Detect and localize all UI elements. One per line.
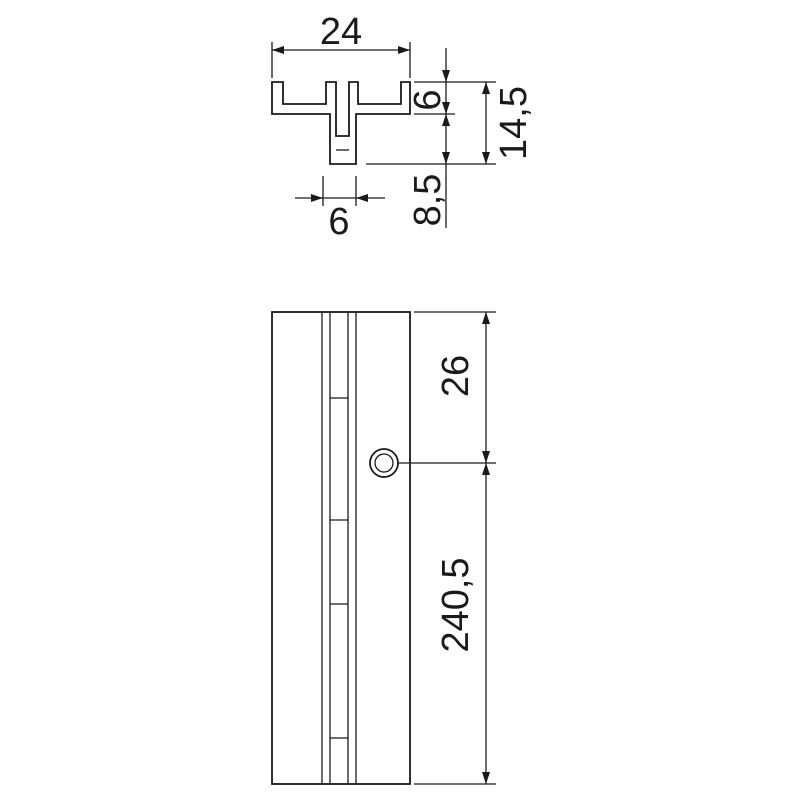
cross-section-view: 24 6 8,5 14,5 6 <box>271 11 535 243</box>
arrowhead <box>442 152 450 164</box>
dim-label-6-vertical: 6 <box>407 89 449 110</box>
arrowhead <box>442 70 450 82</box>
arrowhead <box>442 102 450 114</box>
arrowhead <box>482 463 490 475</box>
profile-outline <box>271 81 411 165</box>
dim-label-8-5: 8,5 <box>407 174 449 227</box>
dim-label-6-horizontal: 6 <box>328 201 349 243</box>
dim-label-26: 26 <box>435 355 477 397</box>
arrowhead <box>482 772 490 784</box>
arrowhead <box>482 451 490 463</box>
arrowhead <box>356 194 368 202</box>
arrowhead <box>482 152 490 164</box>
arrowhead <box>482 312 490 324</box>
rail-body <box>271 311 411 785</box>
arrowhead <box>482 82 490 94</box>
front-view: 26 240,5 <box>271 311 496 785</box>
arrowhead <box>272 46 284 54</box>
mounting-hole <box>369 448 399 478</box>
dim-label-14-5: 14,5 <box>493 86 535 160</box>
dim-label-24: 24 <box>320 11 362 53</box>
mounting-hole-inner <box>374 453 394 473</box>
arrowhead <box>398 46 410 54</box>
dim-label-240-5: 240,5 <box>435 557 477 652</box>
arrowhead <box>311 194 323 202</box>
arrowhead <box>442 114 450 126</box>
